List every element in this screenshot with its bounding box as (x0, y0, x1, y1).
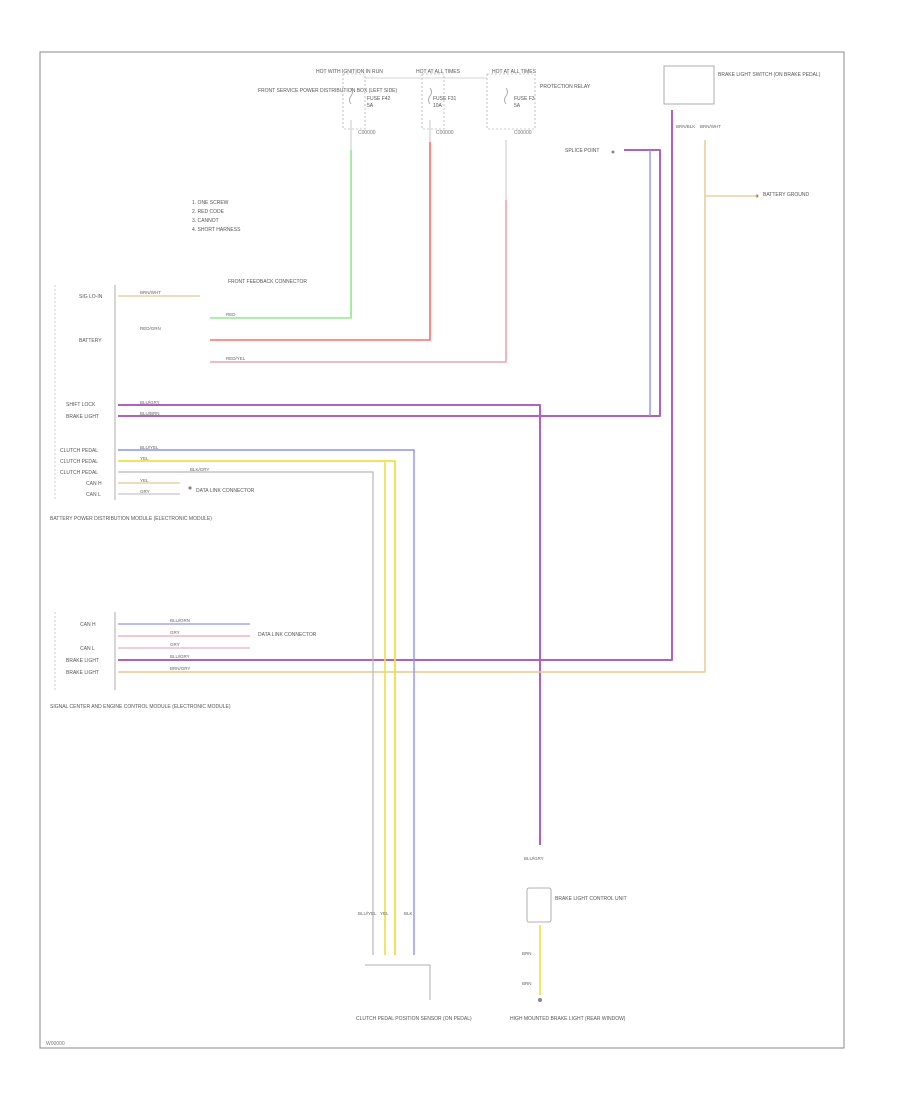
fuse-2-code: C00000 (436, 130, 454, 136)
clutch-wire-1: BLU/YEL (358, 911, 377, 916)
wire-gray (118, 471, 374, 955)
lower-wire-5: BRN/GRY (170, 666, 190, 671)
lower-pin-2: CAN L (80, 646, 95, 652)
legend-note-1: 1. ONE SCREW (192, 200, 229, 206)
legend-note-4: 4. SHORT HARNESS (192, 227, 241, 233)
wires (118, 110, 757, 995)
fuse-box-2: HOT AT ALL TIMES FUSE F31 10A C00000 (416, 69, 461, 136)
lamp-wire-3: BRN (522, 981, 532, 986)
fuse-1-title: HOT WITH IGNITION IN RUN (316, 69, 383, 75)
left-wire-1: BRN/WHT (140, 290, 161, 295)
fuse-3-side-note: PROTECTION RELAY (540, 84, 591, 90)
fuse-2-amps: 10A (433, 103, 443, 109)
fuse-3-title: HOT AT ALL TIMES (492, 69, 537, 75)
diagram-code: W00000 (46, 1041, 65, 1047)
lower-pin-4: BRAKE LIGHT (66, 670, 99, 676)
left-pin-2: BATTERY (79, 338, 102, 344)
left-wire-11: GRY (140, 489, 150, 494)
wire-yellow (118, 460, 396, 955)
ground-splice-dot (611, 150, 615, 154)
left-wire-10: YEL (140, 478, 149, 483)
left-pin-6: BRAKE LIGHT (66, 414, 99, 420)
fuse-1-name: FUSE F42 (367, 96, 391, 102)
wire-green (210, 150, 352, 319)
lamp-wire-1: BLU/GRY (524, 856, 544, 861)
lower-wire-4: BLU/GRY (170, 654, 190, 659)
clutch-wire-3: BLK (404, 911, 413, 916)
fuse-3-name: FUSE F3 (514, 96, 535, 102)
wire-purple-1 (118, 404, 541, 845)
fuse-1-code: C00000 (358, 130, 376, 136)
left-note-1: FRONT FEEDBACK CONNECTOR (228, 279, 307, 285)
fuse-2-title: HOT AT ALL TIMES (416, 69, 461, 75)
battery-ground-label: BATTERY GROUND (763, 192, 810, 198)
lower-module-label: SIGNAL CENTER AND ENGINE CONTROL MODULE … (50, 704, 231, 710)
fuse-box-3: HOT AT ALL TIMES PROTECTION RELAY FUSE F… (486, 69, 591, 136)
legend-note-2: 2. RED CODE (192, 209, 225, 215)
clutch-sensor: BLU/YEL YEL BLK CLUTCH PEDAL POSITION SE… (356, 911, 472, 1022)
fuse-symbols (349, 87, 508, 105)
lower-pin-3: BRAKE LIGHT (66, 658, 99, 664)
wire-red (210, 142, 431, 341)
lamp-ground-dot (538, 998, 542, 1002)
left-note-2: DATA LINK CONNECTOR (196, 488, 255, 494)
left-wire-6: BLU/BRN (140, 411, 160, 416)
brake-switch-wire: BRN/BLK (676, 124, 695, 129)
lower-note: DATA LINK CONNECTOR (258, 632, 317, 638)
left-module-label: BATTERY POWER DISTRIBUTION MODULE (ELECT… (50, 516, 212, 522)
lamp-wire-2: BRN (522, 951, 532, 956)
wire-tan (118, 140, 706, 673)
left-wire-9: BLK/GRY (190, 467, 209, 472)
fuse-1-amps: 5A (367, 103, 374, 109)
data-link-dot (188, 486, 192, 490)
wire-purple-2 (118, 149, 661, 417)
fuse-3-code: C00000 (514, 130, 532, 136)
brake-lamp-label: HIGH MOUNTED BRAKE LIGHT (REAR WINDOW) (510, 1016, 626, 1022)
left-wire-7: BLU/YEL (140, 445, 159, 450)
legend-notes: 1. ONE SCREW 2. RED CODE 3. CANNOT 4. SH… (192, 200, 241, 233)
wire-purple-3 (118, 110, 673, 661)
diagram-border (39, 51, 845, 1049)
brake-switch-wire2: BRN/WHT (700, 124, 721, 129)
left-wire-2: RED/GRN (140, 326, 161, 331)
lower-module: CAN H CAN L BRAKE LIGHT BRAKE LIGHT BLU/… (50, 612, 317, 710)
fuse-1-side-note: FRONT SERVICE POWER DISTRIBUTION BOX (LE… (258, 88, 398, 94)
left-wire-8: YEL (140, 456, 149, 461)
clutch-wire-2: YEL (380, 911, 389, 916)
left-pin-11: CAN H (86, 481, 102, 487)
left-wire-3: RED (226, 312, 236, 317)
left-pin-5: SHIFT LOCK (66, 402, 96, 408)
splice-point-label: SPLICE POINT (565, 148, 599, 154)
left-wire-5: BLU/GRY (140, 400, 160, 405)
left-pin-9: CLUTCH PEDAL (60, 459, 98, 465)
fuse-2-name: FUSE F31 (433, 96, 457, 102)
brake-lamp-component: BRAKE LIGHT CONTROL UNIT (555, 896, 627, 902)
left-pin-1: SIG LO-IN (79, 294, 103, 300)
left-module: SIG LO-IN BATTERY SHIFT LOCK BRAKE LIGHT… (50, 279, 307, 522)
wire-pink (210, 200, 507, 363)
lower-wire-3: GRY (170, 642, 180, 647)
lower-wire-2: GRY (170, 630, 180, 635)
fuse-box-1: HOT WITH IGNITION IN RUN FRONT SERVICE P… (258, 69, 398, 136)
wire-blue-2 (118, 449, 415, 955)
legend-note-3: 3. CANNOT (192, 218, 219, 224)
left-wire-4: RED/YEL (226, 356, 246, 361)
left-pin-10: CLUTCH PEDAL (60, 470, 98, 476)
lower-pin-1: CAN H (80, 622, 96, 628)
clutch-sensor-label: CLUTCH PEDAL POSITION SENSOR (ON PEDAL) (356, 1016, 472, 1022)
brake-switch-label: BRAKE LIGHT SWITCH (ON BRAKE PEDAL) (718, 72, 821, 78)
fuse-3-amps: 5A (514, 103, 521, 109)
left-pin-8: CLUTCH PEDAL (60, 448, 98, 454)
high-mount-brake-light: BRAKE LIGHT CONTROL UNIT BLU/GRY BRN BRN… (510, 856, 627, 1022)
left-pin-12: CAN L (86, 492, 101, 498)
lower-wire-1: BLU/GRN (170, 618, 190, 623)
brake-light-switch: BRAKE LIGHT SWITCH (ON BRAKE PEDAL) BRN/… (663, 65, 821, 129)
